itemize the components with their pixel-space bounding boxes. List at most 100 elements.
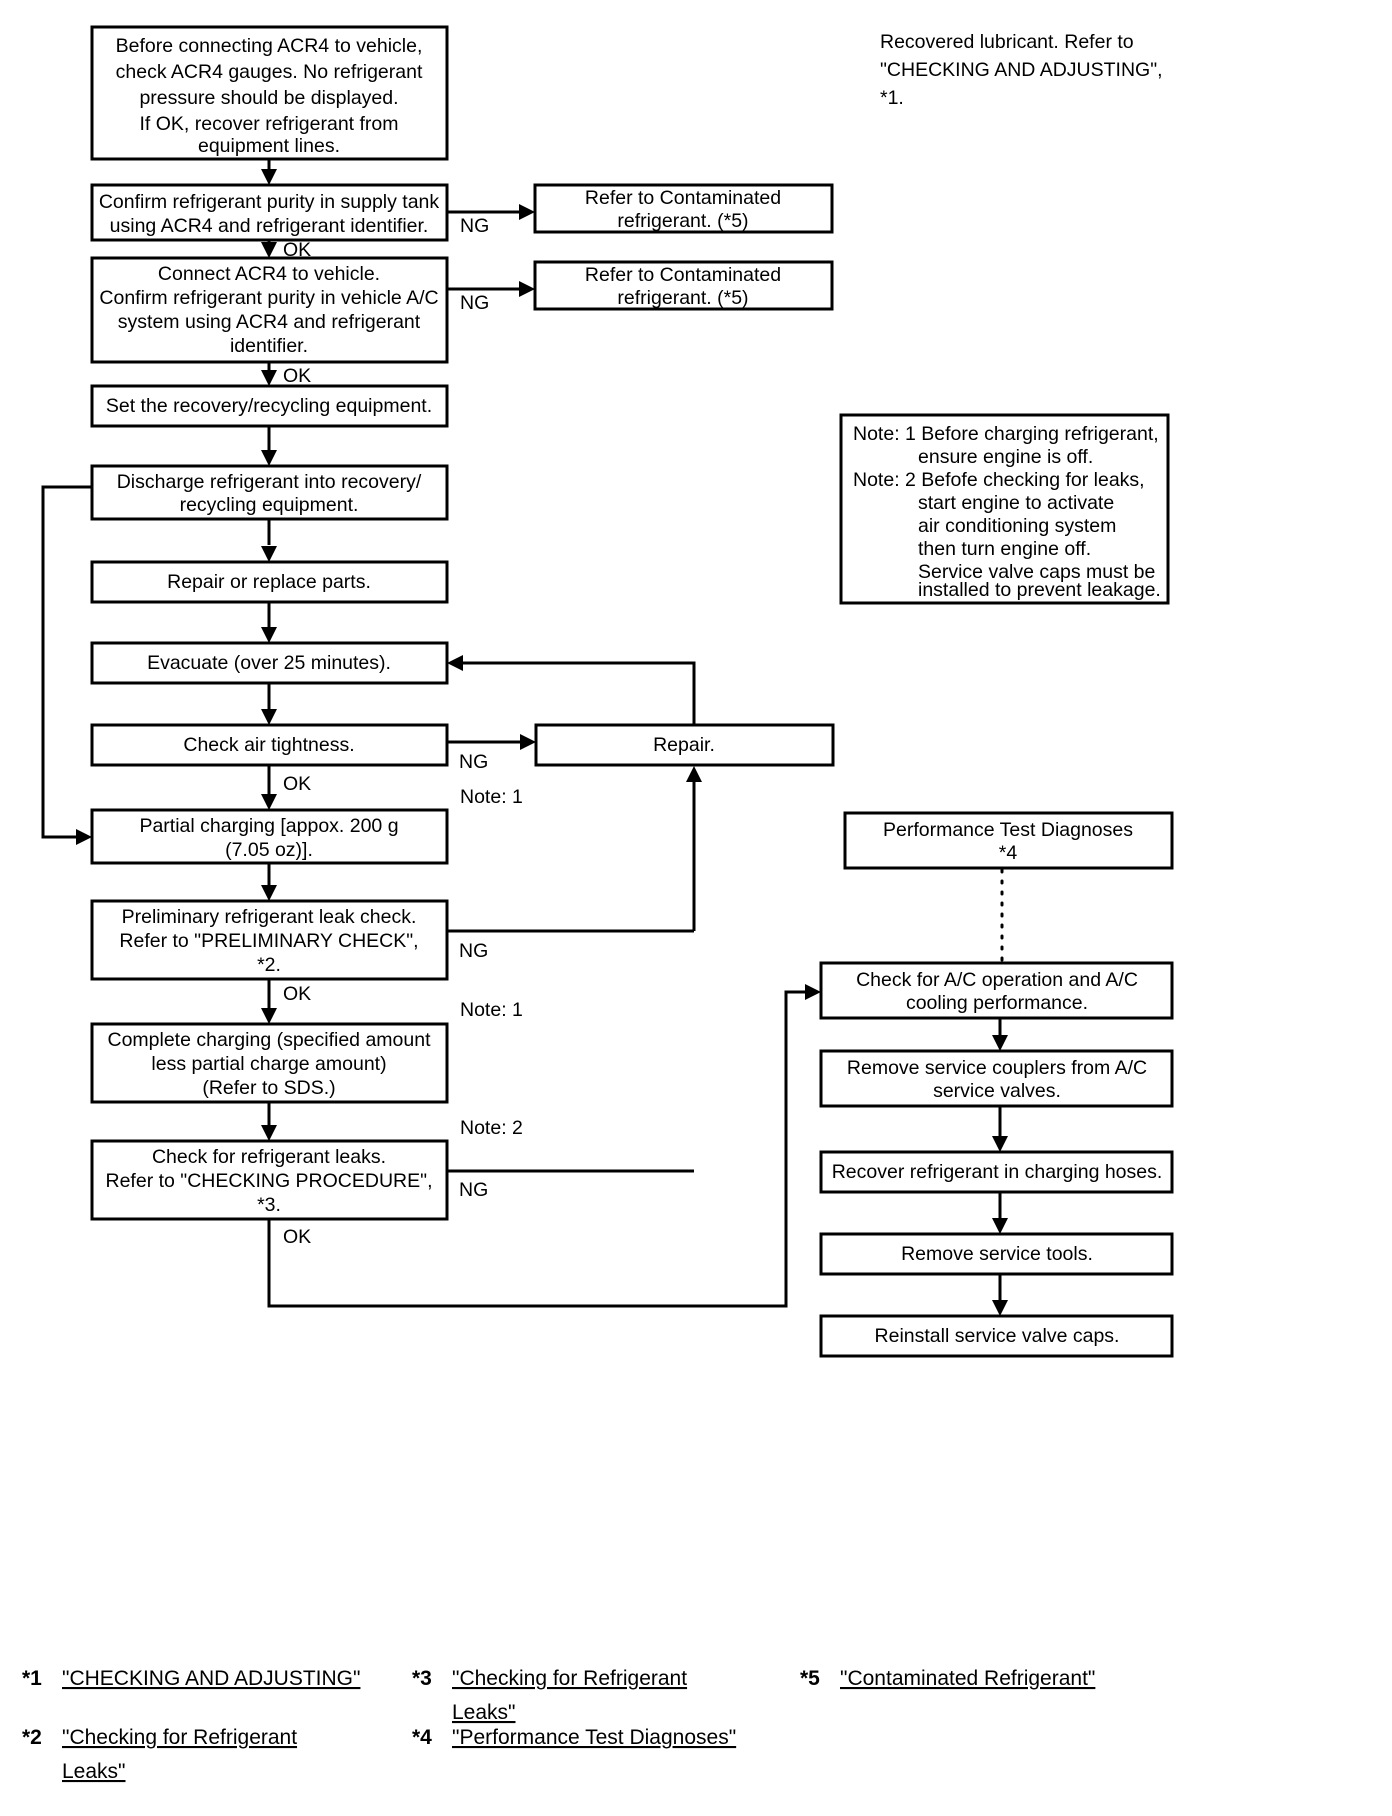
box-12-rect (90, 1022, 449, 1104)
footnote-5: *5 "Contaminated Refrigerant" (800, 1667, 1095, 1690)
box-remove-service-couplers: Remove service couplers from A/C service… (819, 1049, 1174, 1108)
box-check-ac-operation: Check for A/C operation and A/C cooling … (819, 961, 1174, 1020)
edge-label-ok-1: OK (283, 239, 311, 261)
box-preliminary-leak-check: Preliminary refrigerant leak check. Refe… (90, 899, 449, 981)
box-10-line-1: (7.05 oz)]. (225, 839, 313, 861)
edge-label-note2: Note: 2 (460, 1117, 523, 1139)
box-1-line-0: Before connecting ACR4 to vehicle, (116, 35, 423, 57)
top-note-line-0: Recovered lubricant. Refer to (880, 31, 1134, 53)
box-2ng-rect (533, 183, 834, 234)
box-9-line-0: Repair. (653, 734, 715, 756)
box-18-line-0: Remove service tools. (901, 1243, 1093, 1265)
box-connect-acr4-vehicle: Connect ACR4 to vehicle. Confirm refrige… (90, 256, 449, 364)
box-13-line-0: Check for refrigerant leaks. (152, 1146, 386, 1168)
box-11-line-1: Refer to "PRELIMINARY CHECK", (119, 930, 418, 952)
box-14-line-1: *4 (999, 842, 1018, 864)
arrow-b16-b17 (992, 1106, 1008, 1152)
arrow-b8-b10-ok: OK Note: 1 (261, 765, 523, 810)
top-note-line-1: "CHECKING AND ADJUSTING", (880, 59, 1163, 81)
edge-label-ng-1: NG (460, 215, 489, 237)
arrow-b12-b13: Note: 2 (261, 1102, 523, 1141)
edge-label-note1-b: Note: 1 (460, 999, 523, 1021)
note-line-2: Note: 2 Befofe checking for leaks, (853, 469, 1145, 491)
arrow-b15-b16 (992, 1018, 1008, 1051)
box-13-line-2: *3. (257, 1194, 281, 1216)
arrow-b2-b3-ok: OK (261, 239, 311, 261)
footnote-5-link[interactable]: "Contaminated Refrigerant" (840, 1667, 1095, 1690)
box-recover-refrigerant-hoses: Recover refrigerant in charging hoses. (819, 1150, 1174, 1194)
note-line-4: air conditioning system (918, 515, 1116, 537)
box-19-rect (819, 1314, 1174, 1358)
note-line-5: then turn engine off. (918, 538, 1091, 560)
arrow-b1-b2 (261, 159, 277, 185)
arrow-b3-ng: NG (447, 281, 535, 314)
edge-label-ng-5: NG (459, 1179, 488, 1201)
footnote-3-link-2[interactable]: Leaks" (452, 1701, 516, 1724)
box-1-line-2: pressure should be displayed. (139, 87, 398, 109)
box-16-line-0: Remove service couplers from A/C (847, 1057, 1147, 1079)
box-discharge-refrigerant: Discharge refrigerant into recovery/ rec… (90, 464, 449, 521)
box-2-line-1: using ACR4 and refrigerant identifier. (110, 215, 429, 237)
box-remove-service-tools: Remove service tools. (819, 1232, 1174, 1276)
footnote-4-num: *4 (412, 1726, 432, 1749)
box-12-line-1: less partial charge amount) (151, 1053, 386, 1075)
edge-label-ok-3: OK (283, 773, 311, 795)
feedback-loop-b5-b10 (41, 485, 92, 845)
footnote-1-link[interactable]: "CHECKING AND ADJUSTING" (62, 1667, 360, 1690)
box-5-line-0: Discharge refrigerant into recovery/ (117, 471, 422, 493)
box-16-line-1: service valves. (933, 1080, 1061, 1102)
box-19-line-0: Reinstall service valve caps. (875, 1325, 1120, 1347)
box-3-line-1: Confirm refrigerant purity in vehicle A/… (99, 287, 438, 309)
box-15-rect (819, 961, 1174, 1020)
box-3-line-0: Connect ACR4 to vehicle. (158, 263, 380, 285)
box-9-rect (534, 723, 835, 767)
edge-label-ok-5: OK (283, 1226, 311, 1248)
box-1-line-1: check ACR4 gauges. No refrigerant (116, 61, 423, 83)
box-confirm-purity-supply-tank: Confirm refrigerant purity in supply tan… (90, 183, 449, 242)
footnote-4-link[interactable]: "Performance Test Diagnoses" (452, 1726, 736, 1749)
box-18-rect (819, 1232, 1174, 1276)
box-repair-replace-parts: Repair or replace parts. (90, 560, 449, 604)
box-7-line-0: Evacuate (over 25 minutes). (147, 652, 391, 674)
footnote-2-link[interactable]: "Checking for Refrigerant (62, 1726, 297, 1749)
arrow-b13-repair-ng: NG (447, 1169, 694, 1201)
edge-label-ng-2: NG (460, 292, 489, 314)
box-17-rect (819, 1150, 1174, 1194)
box-15-line-0: Check for A/C operation and A/C (856, 969, 1138, 991)
box-2-rect (90, 183, 449, 242)
arrow-b11-b12-ok: OK Note: 1 (261, 979, 523, 1024)
footnote-2-num: *2 (22, 1726, 42, 1749)
arrow-b10-b11 (261, 863, 277, 901)
box-5-rect (90, 464, 449, 521)
box-3ng-line-0: Refer to Contaminated (585, 264, 781, 286)
arrow-b4-b5 (261, 426, 277, 466)
footnote-2-link-2[interactable]: Leaks" (62, 1760, 126, 1783)
arrow-b8-repair-ng: NG (447, 734, 536, 773)
footnote-3: *3 "Checking for Refrigerant Leaks" (412, 1667, 687, 1724)
box-14-rect (843, 811, 1174, 870)
box-set-recovery-equipment: Set the recovery/recycling equipment. (90, 384, 449, 428)
footnote-3-link[interactable]: "Checking for Refrigerant (452, 1667, 687, 1690)
edge-label-ok-2: OK (283, 365, 311, 387)
box-2ng-line-0: Refer to Contaminated (585, 187, 781, 209)
arrow-b17-b18 (992, 1192, 1008, 1234)
box-8-rect (90, 723, 449, 767)
box-contaminated-refrigerant-2: Refer to Contaminated refrigerant. (*5) (533, 260, 834, 311)
box-reinstall-valve-caps: Reinstall service valve caps. (819, 1314, 1174, 1358)
box-12-line-2: (Refer to SDS.) (202, 1077, 335, 1099)
footnote-3-num: *3 (412, 1667, 432, 1690)
box-10-rect (90, 808, 449, 865)
note-line-7: installed to prevent leakage. (918, 579, 1161, 601)
footnote-4: *4 "Performance Test Diagnoses" (412, 1726, 736, 1749)
edge-label-ok-4: OK (283, 983, 311, 1005)
box-contaminated-refrigerant-1: Refer to Contaminated refrigerant. (*5) (533, 183, 834, 234)
box-16-rect (819, 1049, 1174, 1108)
footnote-5-num: *5 (800, 1667, 820, 1690)
note-line-3: start engine to activate (918, 492, 1114, 514)
arrow-b2-ng: NG (447, 204, 535, 237)
footnote-2: *2 "Checking for Refrigerant Leaks" (22, 1726, 297, 1783)
arrow-b18-b19 (992, 1274, 1008, 1316)
box-17-line-0: Recover refrigerant in charging hoses. (832, 1161, 1163, 1183)
